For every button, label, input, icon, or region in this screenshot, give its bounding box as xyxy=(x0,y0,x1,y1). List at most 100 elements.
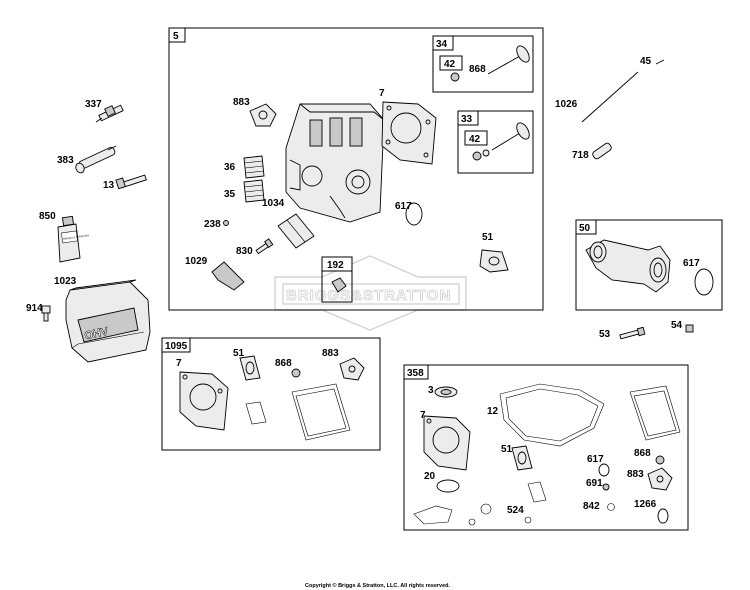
part-cover-gasket-1095[interactable] xyxy=(291,383,351,441)
label-1029: 1029 xyxy=(185,256,208,267)
group-label-34: 34 xyxy=(436,39,448,50)
label-617-358: 617 xyxy=(587,454,604,465)
watermark: BRIGGS&STRATTON xyxy=(274,255,467,331)
label-51-1095: 51 xyxy=(233,348,245,359)
label-868-1095: 868 xyxy=(275,358,292,369)
label-883-358: 883 xyxy=(627,469,644,480)
part-691-plug[interactable] xyxy=(602,483,610,491)
part-7-head-gasket-1095[interactable] xyxy=(179,371,229,431)
label-830: 830 xyxy=(236,246,253,257)
label-3: 3 xyxy=(428,385,434,396)
part-3-oil-seal[interactable] xyxy=(434,386,458,398)
label-691: 691 xyxy=(586,478,603,489)
label-35: 35 xyxy=(224,189,236,200)
label-20: 20 xyxy=(424,471,436,482)
label-7-top: 7 xyxy=(379,88,385,99)
watermark-text: BRIGGS&STRATTON xyxy=(286,287,451,304)
label-842: 842 xyxy=(583,501,600,512)
part-842-washer[interactable] xyxy=(607,503,615,511)
copyright-text: Copyright © Briggs & Stratton, LLC. All … xyxy=(305,582,451,589)
part-small-gasket-358[interactable] xyxy=(527,481,547,503)
part-1034-plate[interactable] xyxy=(277,213,315,249)
part-883-gasket-1095[interactable] xyxy=(339,357,365,381)
group-label-50: 50 xyxy=(579,223,591,234)
group-box-5: 5 xyxy=(168,27,544,311)
label-13: 13 xyxy=(103,180,115,191)
part-34-valve[interactable] xyxy=(450,44,532,82)
part-524-oring[interactable] xyxy=(524,516,532,524)
label-850: 850 xyxy=(39,211,56,222)
part-12-crankcase-gasket[interactable] xyxy=(499,383,605,447)
part-20-oil-seal[interactable] xyxy=(436,479,460,493)
label-51-358: 51 xyxy=(501,444,513,455)
part-192-fitting[interactable] xyxy=(331,277,347,293)
label-868-358: 868 xyxy=(634,448,651,459)
part-gasket-small-1095[interactable] xyxy=(245,401,267,425)
part-33-valve[interactable] xyxy=(472,121,532,161)
part-51-gasket-1095[interactable] xyxy=(239,355,261,381)
part-718-dowel[interactable] xyxy=(592,142,613,160)
part-gasket-lower-358[interactable] xyxy=(413,505,453,525)
part-1029-deflector[interactable] xyxy=(211,261,245,291)
label-868-top: 868 xyxy=(469,64,486,75)
part-7-head-gasket-358[interactable] xyxy=(423,415,471,471)
group-box-1095: 1095 xyxy=(161,337,381,451)
label-883-top: 883 xyxy=(233,97,250,108)
part-53-stud[interactable] xyxy=(619,326,646,340)
label-53: 53 xyxy=(599,329,611,340)
sealant-brand-text: BRIGGS & STRATTON xyxy=(63,234,89,241)
part-51-gasket-top[interactable] xyxy=(479,249,509,273)
label-12: 12 xyxy=(487,406,499,417)
part-617-oring-top[interactable] xyxy=(405,202,423,226)
label-617-intake: 617 xyxy=(683,258,700,269)
part-850-sealant-tube[interactable]: BRIGGS & STRATTON xyxy=(57,215,89,263)
group-box-33: 33 42 xyxy=(457,110,534,174)
group-label-42-bottom: 42 xyxy=(469,134,481,145)
part-51-gasket-358[interactable] xyxy=(511,445,533,471)
part-45-pin[interactable] xyxy=(655,59,665,65)
label-914: 914 xyxy=(26,303,43,314)
part-1266-oring[interactable] xyxy=(657,508,669,524)
label-45: 45 xyxy=(640,56,652,67)
part-50-intake-elbow[interactable] xyxy=(585,239,671,293)
part-1026-push-rod[interactable] xyxy=(581,71,639,123)
label-524: 524 xyxy=(507,505,524,516)
part-35-valve-spring[interactable] xyxy=(243,179,265,203)
group-label-5: 5 xyxy=(173,31,179,42)
label-7-1095: 7 xyxy=(176,358,182,369)
part-7-head-gasket[interactable] xyxy=(381,101,437,165)
group-label-1095: 1095 xyxy=(165,341,188,352)
label-36: 36 xyxy=(224,162,236,173)
label-1026: 1026 xyxy=(555,99,578,110)
part-883-gasket-358[interactable] xyxy=(647,467,673,491)
label-238: 238 xyxy=(204,219,221,230)
group-label-42-top: 42 xyxy=(444,59,456,70)
part-617-oring-intake[interactable] xyxy=(694,268,714,296)
part-oring-small-358[interactable] xyxy=(468,503,492,526)
part-383-breather-tube[interactable] xyxy=(74,145,117,174)
label-7-358: 7 xyxy=(420,410,426,421)
group-label-358: 358 xyxy=(407,368,424,379)
label-1266: 1266 xyxy=(634,499,657,510)
label-383: 383 xyxy=(57,155,74,166)
label-617-top: 617 xyxy=(395,201,412,212)
part-617-oring-358[interactable] xyxy=(598,463,610,477)
cover-ohv-text: OHV xyxy=(84,325,110,342)
part-13-bolt[interactable] xyxy=(115,174,147,190)
part-883-gasket[interactable] xyxy=(249,103,277,127)
part-830-screw[interactable] xyxy=(255,238,274,255)
part-cover-gasket-358[interactable] xyxy=(629,385,681,441)
part-868-seal-358[interactable] xyxy=(655,455,665,465)
part-337-spark-plug[interactable] xyxy=(95,104,124,123)
label-883-1095: 883 xyxy=(322,348,339,359)
part-36-valve-spring[interactable] xyxy=(243,155,265,179)
part-1023-valve-cover[interactable]: OHV xyxy=(65,279,151,363)
group-label-192: 192 xyxy=(327,260,344,271)
label-1034: 1034 xyxy=(262,198,285,209)
part-238-pin[interactable] xyxy=(223,220,229,226)
part-914-bolt[interactable] xyxy=(41,305,51,322)
part-54-nut[interactable] xyxy=(685,324,694,333)
part-5-cylinder-head[interactable] xyxy=(285,103,385,223)
part-868-seal-1095[interactable] xyxy=(291,368,301,378)
